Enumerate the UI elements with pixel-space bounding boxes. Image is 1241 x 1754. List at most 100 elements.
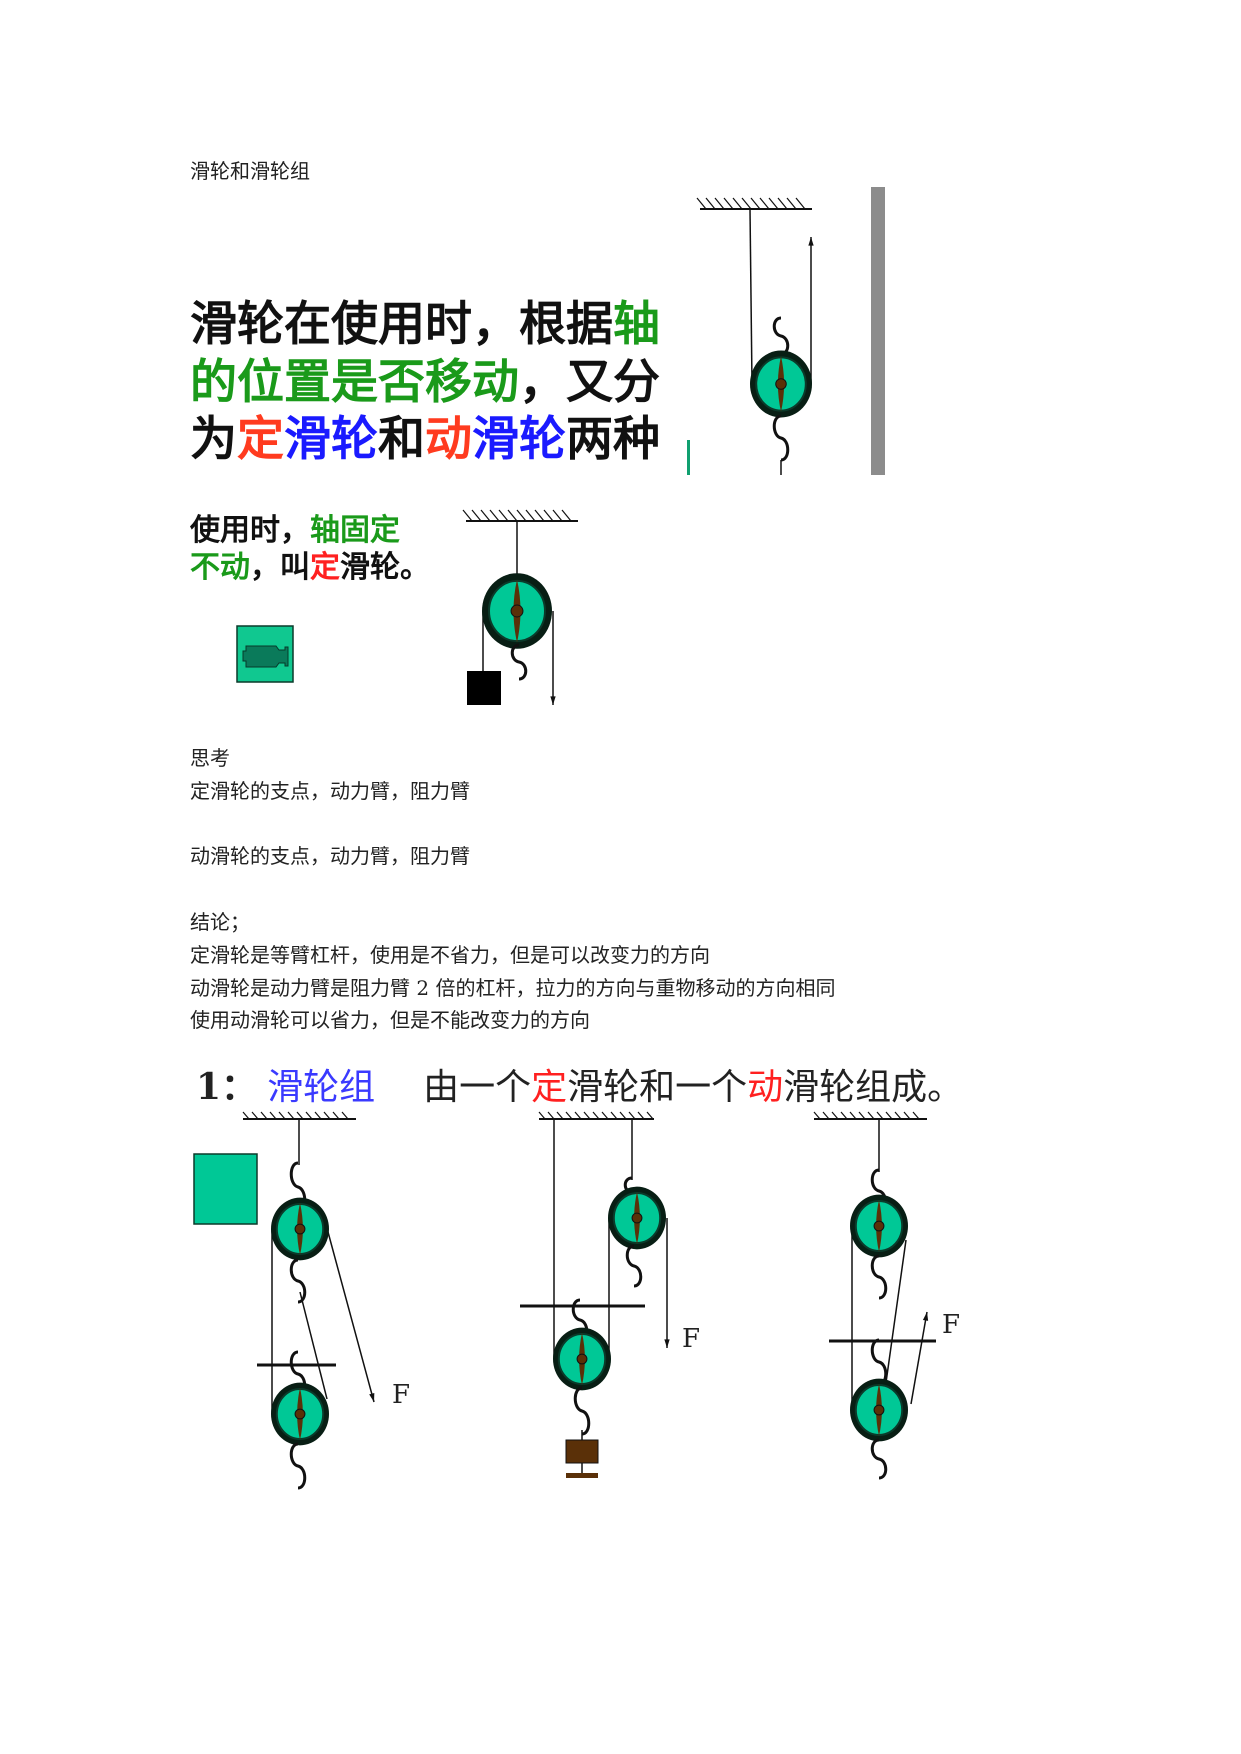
ceiling-hatch bbox=[565, 1111, 573, 1120]
slide2-line2: 不动，叫定滑轮。 bbox=[190, 550, 430, 585]
ceiling-hatch bbox=[305, 1111, 313, 1120]
ceiling-hatch bbox=[260, 1111, 268, 1120]
ceiling-hatch bbox=[732, 197, 743, 210]
ceiling-hatch bbox=[903, 1111, 911, 1120]
ceiling-hatch bbox=[516, 509, 527, 522]
pulley-hub bbox=[631, 1212, 643, 1224]
ceiling-hatch bbox=[822, 1111, 830, 1120]
grey-bar bbox=[871, 187, 885, 475]
slide1-line2: 的位置是否移动，又分 bbox=[190, 355, 660, 410]
ceiling-hatch bbox=[498, 509, 509, 522]
ceiling-hatch bbox=[601, 1111, 609, 1120]
ceiling-hatch bbox=[278, 1111, 286, 1120]
slide1-line1: 滑轮在使用时，根据轴 bbox=[190, 297, 660, 352]
ceiling-hatch bbox=[583, 1111, 591, 1120]
arrowhead-icon bbox=[664, 1339, 670, 1348]
arrowhead-icon bbox=[922, 1312, 929, 1321]
ceiling-hatch bbox=[251, 1111, 259, 1120]
weight-block-2 bbox=[566, 1473, 598, 1478]
ceiling-hatch bbox=[242, 1111, 250, 1120]
ceiling-hatch bbox=[858, 1111, 866, 1120]
ceiling-hatch bbox=[637, 1111, 645, 1120]
ceiling-hatch bbox=[462, 509, 473, 522]
question-fixed-pulley: 定滑轮的支点，动力臂，阻力臂 bbox=[190, 779, 470, 803]
ceiling-hatch bbox=[840, 1111, 848, 1120]
pulley-hub bbox=[873, 1220, 885, 1232]
ceiling-hatch bbox=[525, 509, 536, 522]
pulley-hub bbox=[576, 1353, 588, 1365]
ceiling-hatch bbox=[552, 509, 563, 522]
ceiling-hatch bbox=[831, 1111, 839, 1120]
hook bbox=[625, 1244, 643, 1288]
arrowhead-icon bbox=[550, 696, 556, 705]
ceiling-hatch bbox=[314, 1111, 322, 1120]
ceiling-hatch bbox=[768, 197, 779, 210]
ceiling-hatch bbox=[269, 1111, 277, 1120]
ceiling-hatch bbox=[341, 1111, 349, 1120]
document-title: 滑轮和滑轮组 bbox=[190, 159, 310, 183]
ceiling-hatch bbox=[786, 197, 797, 210]
force-arrow-line bbox=[910, 1311, 928, 1405]
ceiling-hatch bbox=[777, 197, 788, 210]
conclusion-heading: 结论； bbox=[190, 910, 250, 934]
force-arrow-line bbox=[327, 1231, 375, 1403]
conclusion-3: 使用动滑轮可以省力，但是不能改变力的方向 bbox=[190, 1008, 590, 1032]
hook bbox=[870, 1254, 888, 1300]
force-label-b: F bbox=[682, 1324, 701, 1354]
ceiling-hatch bbox=[723, 197, 734, 210]
ceiling-hatch bbox=[287, 1111, 295, 1120]
ceiling-hatch bbox=[534, 509, 545, 522]
hook bbox=[772, 316, 790, 356]
arrowhead-icon bbox=[808, 237, 814, 246]
pulley-hub bbox=[775, 378, 787, 390]
ceiling-hatch bbox=[750, 197, 761, 210]
video-camera-icon bbox=[242, 645, 289, 668]
pulley-hub bbox=[510, 604, 524, 618]
pulley-hub bbox=[294, 1223, 306, 1235]
ceiling-hatch bbox=[543, 509, 554, 522]
pulley-hub bbox=[294, 1408, 306, 1420]
ceiling-hatch bbox=[323, 1111, 331, 1120]
hook bbox=[870, 1338, 888, 1386]
ceiling-hatch bbox=[696, 197, 707, 210]
ceiling-hatch bbox=[556, 1111, 564, 1120]
ceiling-hatch bbox=[480, 509, 491, 522]
hook bbox=[573, 1386, 591, 1436]
ceiling-hatch bbox=[507, 509, 518, 522]
weight-block bbox=[565, 1439, 599, 1464]
weight-block bbox=[467, 671, 501, 705]
ceiling-hatch bbox=[646, 1111, 654, 1120]
ceiling-hatch bbox=[561, 509, 572, 522]
hook bbox=[289, 1442, 307, 1490]
slide3-heading: 1：滑轮组由一个定滑轮和一个动滑轮组成。 bbox=[196, 1066, 964, 1108]
ceiling-hatch bbox=[912, 1111, 920, 1120]
ceiling-hatch bbox=[894, 1111, 902, 1120]
pulley-hub bbox=[873, 1404, 885, 1416]
ceiling-hatch bbox=[741, 197, 752, 210]
ceiling-hatch bbox=[795, 197, 806, 210]
ceiling-hatch bbox=[547, 1111, 555, 1120]
ceiling-hatch bbox=[610, 1111, 618, 1120]
ceiling-hatch bbox=[296, 1111, 304, 1120]
arrowhead-icon bbox=[369, 1393, 375, 1402]
ceiling-hatch bbox=[867, 1111, 875, 1120]
slide1-line3: 为定滑轮和动滑轮两种 bbox=[190, 412, 660, 467]
rope bbox=[882, 1239, 907, 1405]
rope bbox=[749, 208, 753, 385]
ceiling-hatch bbox=[628, 1111, 636, 1120]
ceiling-hatch bbox=[574, 1111, 582, 1120]
ceiling-hatch bbox=[705, 197, 716, 210]
hook bbox=[772, 414, 790, 462]
ceiling-hatch bbox=[592, 1111, 600, 1120]
ceiling-hatch bbox=[849, 1111, 857, 1120]
conclusion-1: 定滑轮是等臂杠杆，使用是不省力，但是可以改变力的方向 bbox=[190, 943, 710, 967]
ceiling-hatch bbox=[759, 197, 770, 210]
ceiling-hatch bbox=[876, 1111, 884, 1120]
ceiling-hatch bbox=[619, 1111, 627, 1120]
ceiling-hatch bbox=[471, 509, 482, 522]
hook bbox=[289, 1258, 307, 1304]
ceiling-hatch bbox=[332, 1111, 340, 1120]
force-label-a: F bbox=[392, 1380, 411, 1410]
